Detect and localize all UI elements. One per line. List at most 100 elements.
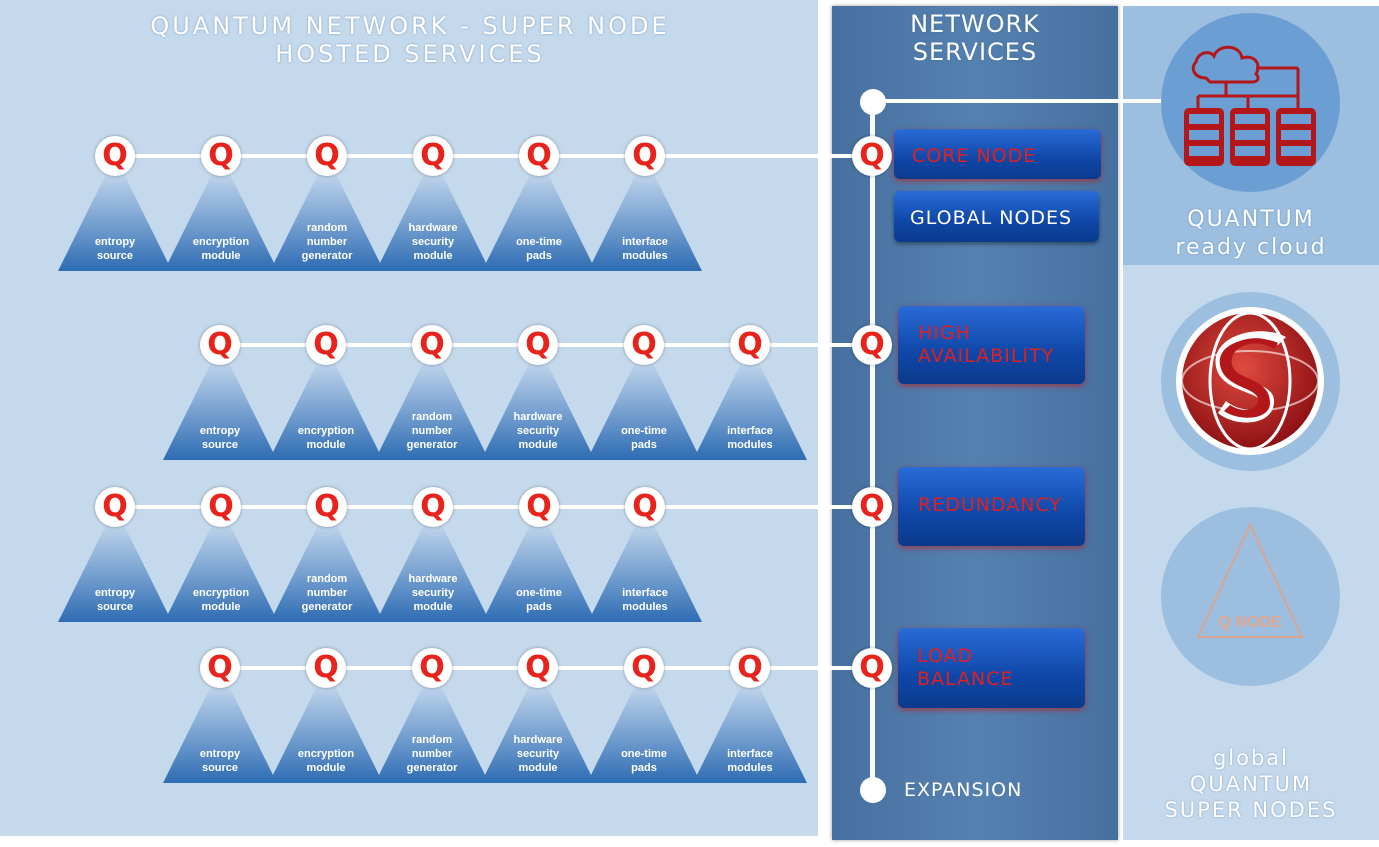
service-label-line: security [411,587,455,599]
service-label-line: number [306,587,348,599]
cloud-server-icon [1184,45,1316,166]
q-node-icon[interactable]: Q [413,487,453,527]
s-globe-logo-icon [1176,307,1324,455]
load-balance-button[interactable]: LOAD BALANCE [898,628,1085,708]
cloud-link-line [874,99,1198,103]
q-node-icon[interactable]: Q [625,487,665,527]
backbone-q-node-icon[interactable]: Q [852,648,892,688]
service-label-line: source [201,762,239,774]
high-availability-label-line2: AVAILABILITY [918,345,1055,367]
service-label-line: encryption [297,425,355,437]
q-glyph: Q [420,138,446,173]
q-node-icon[interactable]: Q [518,648,558,688]
service-label-line: number [306,236,348,248]
super-caption-line2: QUANTUM [1189,772,1313,796]
service-label-line: number [411,425,453,437]
q-node-icon[interactable]: Q [95,136,135,176]
service-label-line: random [306,573,348,585]
global-nodes-button[interactable]: GLOBAL NODES [894,191,1099,242]
service-label-line: entropy [94,587,136,599]
service-label-entropy: entropy source [170,747,270,775]
service-label-line: generator [406,439,458,451]
q-node-icon[interactable]: Q [200,325,240,365]
q-node-icon[interactable]: Q [413,136,453,176]
q-node-icon[interactable]: Q [307,487,347,527]
service-label-line: module [306,762,346,774]
q-glyph: Q [631,650,657,685]
backbone-line [870,101,875,791]
service-label-line: generator [301,250,353,262]
high-availability-button[interactable]: HIGH AVAILABILITY [898,306,1085,384]
service-label-line: pads [526,601,552,613]
backbone-q-node-icon[interactable]: Q [852,136,892,176]
service-label-line: module [518,762,558,774]
q-glyph: Q [207,650,233,685]
global-nodes-label: GLOBAL NODES [910,207,1073,229]
service-label-line: source [201,439,239,451]
q-node-icon[interactable]: Q [95,487,135,527]
q-node-icon[interactable]: Q [201,136,241,176]
network-services-title: NETWORK SERVICES [832,10,1118,66]
q-node-icon[interactable]: Q [624,648,664,688]
q-node-icon[interactable]: Q [519,136,559,176]
hosted-services-title: QUANTUM NETWORK - SUPER NODE HOSTED SERV… [60,12,760,68]
q-node-circle [1161,507,1340,686]
service-label-line: entropy [199,748,241,760]
q-node-icon[interactable]: Q [306,648,346,688]
q-node-icon[interactable]: Q [730,325,770,365]
backbone-top-dot [860,89,886,115]
super-caption-line3: SUPER NODES [1164,798,1338,822]
q-node-icon[interactable]: Q [625,136,665,176]
row-connector-line [115,154,872,158]
q-node-icon[interactable]: Q [519,487,559,527]
q-node-icon[interactable]: Q [518,325,558,365]
q-node-icon[interactable]: Q [412,648,452,688]
q-glyph: Q [208,138,234,173]
service-label-line: module [413,250,453,262]
title-line-2: HOSTED SERVICES [275,40,545,68]
redundancy-button[interactable]: REDUNDANCY [898,467,1085,546]
service-label-line: module [518,439,558,451]
q-node-icon[interactable]: Q [730,648,770,688]
backbone-q-node-icon[interactable]: Q [852,487,892,527]
service-label-line: pads [526,250,552,262]
q-glyph: Q [631,327,657,362]
q-glyph: Q [632,138,658,173]
super-caption-line1: global [1212,746,1290,770]
service-label-line: security [411,236,455,248]
q-node-icon[interactable]: Q [307,136,347,176]
backbone-q-node-icon[interactable]: Q [852,325,892,365]
service-label-line: hardware [408,573,458,585]
q-glyph: Q [314,138,340,173]
service-label-line: pads [631,439,657,451]
q-node-icon[interactable]: Q [306,325,346,365]
q-node-triangle-icon [1196,522,1304,638]
q-node-icon[interactable]: Q [624,325,664,365]
q-node-icon[interactable]: Q [200,648,240,688]
q-glyph: Q [526,489,552,524]
service-label-line: one-time [621,748,667,760]
service-label-line: random [306,222,348,234]
service-label-line: interface [727,425,773,437]
q-glyph: Q [859,489,885,524]
service-label-line: source [96,250,134,262]
core-node-button[interactable]: CORE NODE [894,129,1101,179]
core-node-label: CORE NODE [912,145,1037,167]
q-glyph: Q [313,327,339,362]
q-node-icon[interactable]: Q [412,325,452,365]
service-label-line: interface [727,748,773,760]
cloud-caption: QUANTUM ready cloud [1123,206,1379,262]
q-glyph: Q [525,327,551,362]
q-node-icon[interactable]: Q [201,487,241,527]
q-glyph: Q [313,650,339,685]
